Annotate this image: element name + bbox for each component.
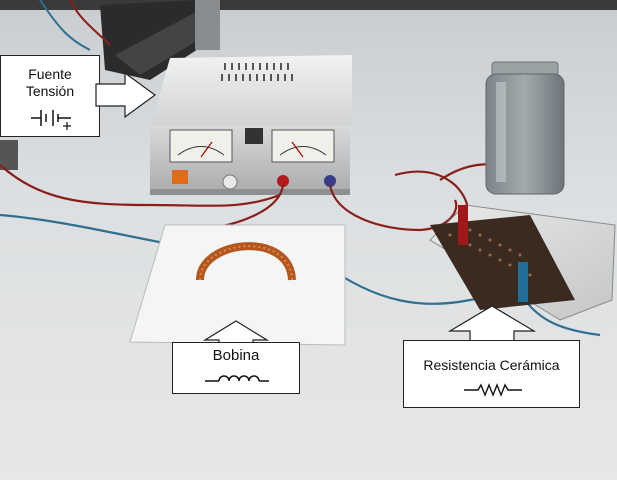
power-supply-arrow bbox=[95, 72, 157, 118]
power-supply bbox=[150, 55, 352, 195]
inductor-symbol-icon bbox=[205, 375, 269, 382]
power-supply-callout: Fuente Tensión bbox=[0, 55, 100, 137]
background-equipment bbox=[0, 0, 220, 170]
battery-symbol-icon bbox=[31, 110, 71, 130]
resistor-label: Resistencia Cerámica bbox=[423, 357, 560, 373]
coil-callout: Bobina bbox=[172, 342, 300, 394]
resistor-symbol-icon bbox=[464, 383, 522, 397]
glass-jar bbox=[485, 61, 565, 195]
coil-label: Bobina bbox=[212, 347, 260, 364]
callout-line2: Tensión bbox=[25, 83, 75, 99]
breadboard bbox=[429, 204, 616, 321]
callout-line1: Fuente bbox=[28, 66, 72, 82]
coil-board bbox=[129, 224, 346, 346]
resistor-callout: Resistencia Cerámica bbox=[403, 340, 580, 408]
